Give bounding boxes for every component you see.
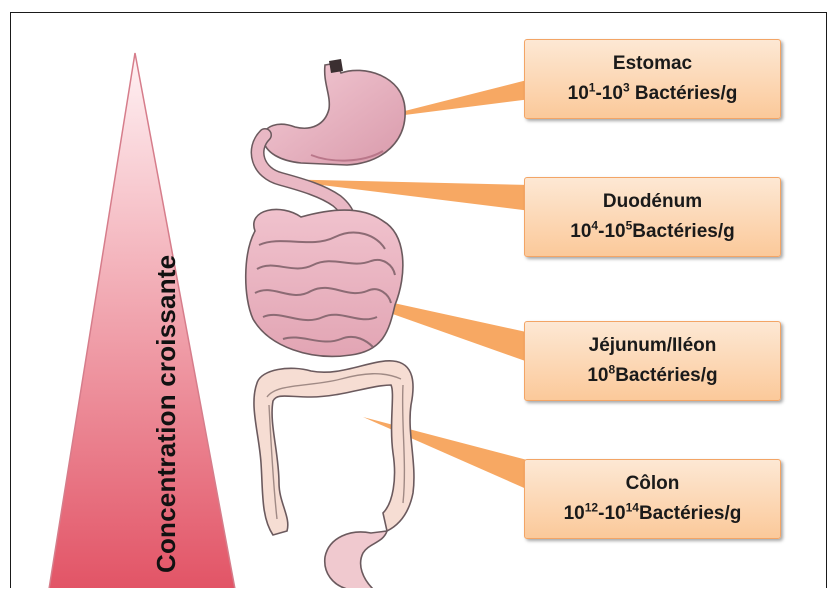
callout-jejunum-value: 108Bactéries/g <box>587 361 717 391</box>
callout-duodenum: Duodénum 104-105Bactéries/g <box>524 177 781 257</box>
callout-jejunum-ileon: Jéjunum/Iléon 108Bactéries/g <box>524 321 781 401</box>
callout-jejunum-title: Jéjunum/Iléon <box>589 331 717 361</box>
callout-estomac-value: 101-103 Bactéries/g <box>568 79 738 109</box>
callout-colon: Côlon 1012-1014Bactéries/g <box>524 459 781 539</box>
stomach-illustration <box>263 59 405 165</box>
small-intestine-illustration <box>246 209 403 356</box>
callout-estomac-title: Estomac <box>613 49 692 79</box>
concentration-gradient-triangle <box>49 53 235 588</box>
pointer-colon <box>363 417 531 491</box>
colon-illustration <box>254 361 414 588</box>
diagram-frame: Concentration croissante Estomac 101-103… <box>10 12 827 588</box>
callout-duodenum-title: Duodénum <box>603 187 702 217</box>
callout-duodenum-value: 104-105Bactéries/g <box>570 217 734 247</box>
callout-estomac: Estomac 101-103 Bactéries/g <box>524 39 781 119</box>
callout-colon-value: 1012-1014Bactéries/g <box>564 499 742 529</box>
gradient-axis-label: Concentration croissante <box>151 255 182 573</box>
callout-colon-title: Côlon <box>626 469 680 499</box>
